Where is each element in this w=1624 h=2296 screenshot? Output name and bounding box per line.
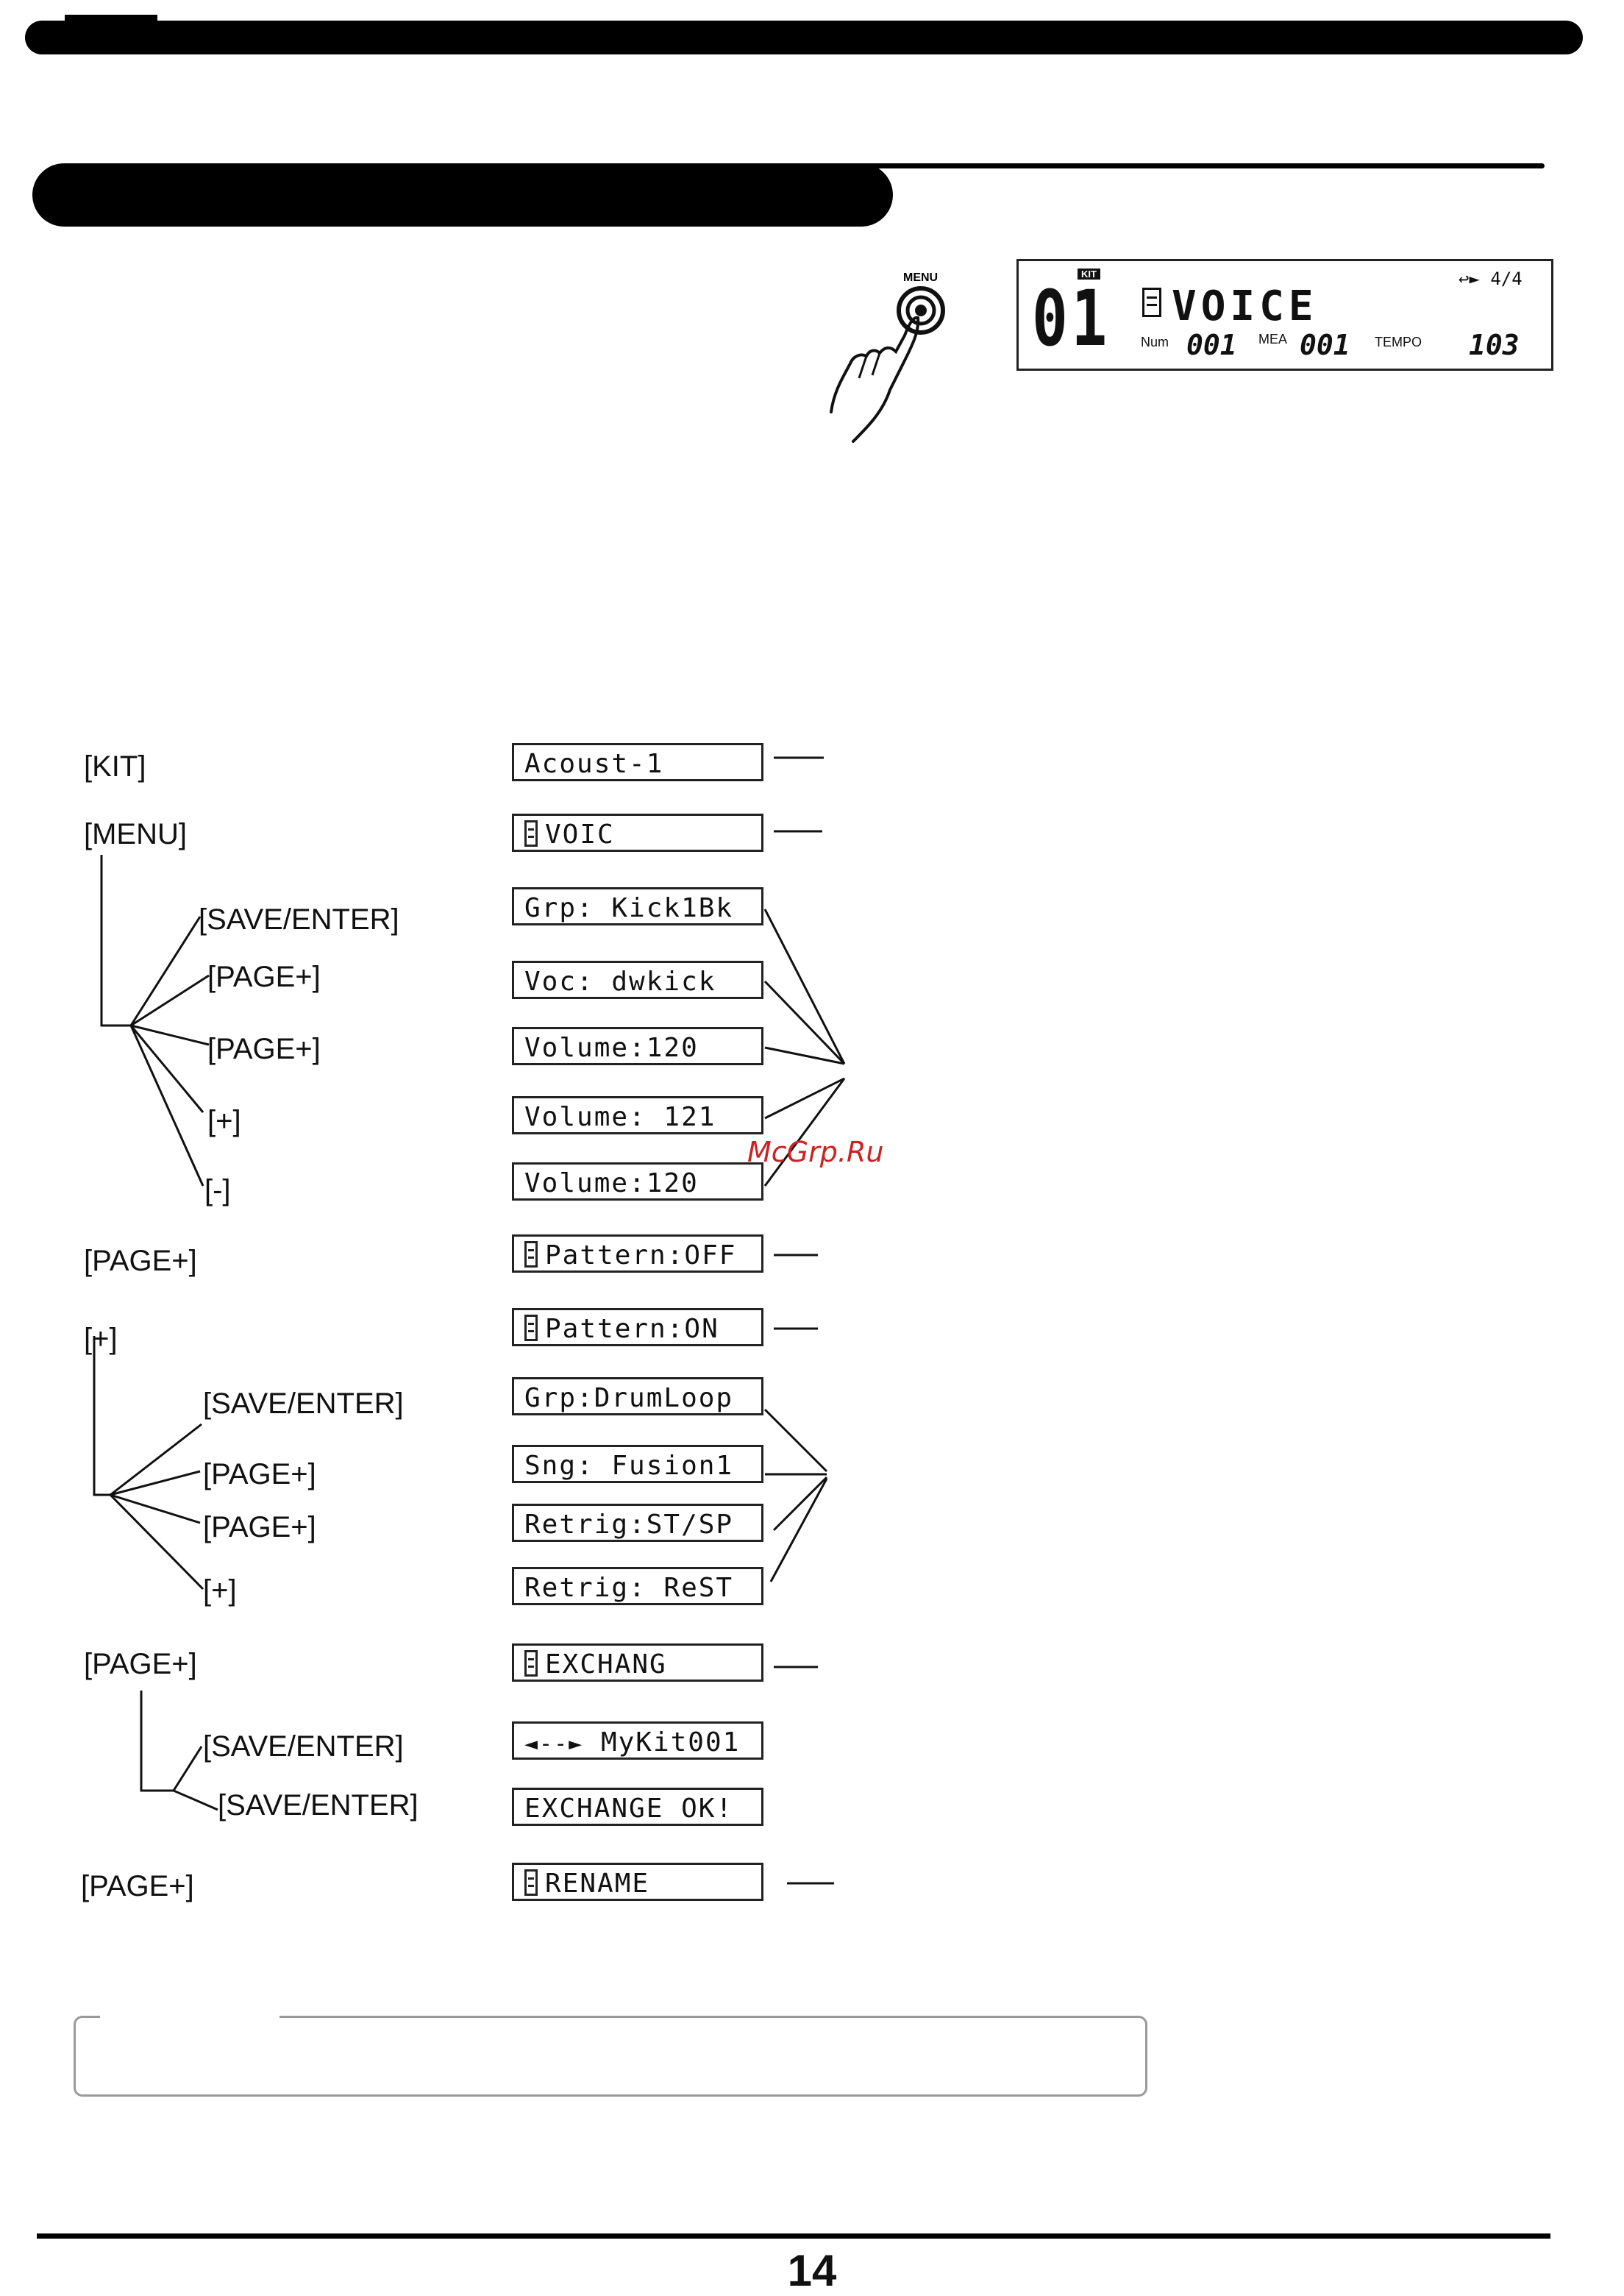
key-save-enter: [SAVE/ENTER] <box>203 1730 404 1763</box>
menu-button-label: MENU <box>903 271 938 284</box>
menu-icon <box>524 1241 538 1268</box>
lcd-mode-text: VOICE <box>1172 282 1318 330</box>
exchange-arrow-icon: ◄--► <box>524 1731 584 1757</box>
key-save-enter: [SAVE/ENTER] <box>218 1789 419 1821</box>
display-volume: Volume:120 <box>512 1162 763 1201</box>
hand-pressing-menu-icon: MENU <box>830 271 945 443</box>
section-rule <box>846 163 1545 168</box>
watermark: McGrp.Ru <box>747 1136 884 1168</box>
section-title-bar <box>32 163 893 227</box>
display-group: Grp: Kick1Bk <box>512 887 763 925</box>
footer-rule <box>37 2233 1550 2239</box>
key-plus: [+] <box>203 1574 237 1607</box>
menu-icon <box>524 1650 538 1677</box>
kit-badge: KIT <box>1078 269 1100 280</box>
display-pattern-off: Pattern:OFF <box>512 1234 763 1273</box>
key-kit: [KIT] <box>84 750 146 783</box>
display-exchange-menu: EXCHANG <box>512 1643 763 1682</box>
arrow-icon: ↩► <box>1459 269 1480 289</box>
display-voice: Voc: dwkick <box>512 961 763 999</box>
menu-icon <box>1142 288 1161 317</box>
tempo-label: TEMPO <box>1375 335 1422 349</box>
menu-icon <box>524 820 538 847</box>
mea-label: MEA <box>1258 332 1288 346</box>
key-page-plus: [PAGE+] <box>81 1870 194 1902</box>
display-voice-menu: VOIC <box>512 814 763 852</box>
key-minus: [-] <box>204 1174 231 1206</box>
display-exchange-ok: EXCHANGE OK! <box>512 1788 763 1826</box>
key-plus: [+] <box>84 1323 118 1355</box>
key-page-plus: [PAGE+] <box>207 1033 321 1065</box>
key-page-plus: [PAGE+] <box>84 1648 197 1680</box>
lcd-display: KIT 01 VOICE ↩► 4/4 Num 001 MEA 001 TEMP… <box>1016 259 1553 371</box>
key-menu: [MENU] <box>84 818 187 850</box>
display-song: Sng: Fusion1 <box>512 1445 763 1483</box>
key-plus: [+] <box>207 1105 241 1137</box>
display-rename-menu: RENAME <box>512 1863 763 1901</box>
note-box <box>74 2016 1147 2097</box>
key-page-plus: [PAGE+] <box>203 1511 316 1543</box>
key-save-enter: [SAVE/ENTER] <box>199 903 399 936</box>
key-page-plus: [PAGE+] <box>207 961 321 993</box>
key-page-plus: [PAGE+] <box>203 1458 316 1490</box>
display-exchange-target: ◄--► MyKit001 <box>512 1721 763 1760</box>
display-kit-name: Acoust-1 <box>512 743 763 781</box>
key-save-enter: [SAVE/ENTER] <box>203 1387 404 1420</box>
display-group: Grp:DrumLoop <box>512 1377 763 1415</box>
display-volume: Volume:120 <box>512 1027 763 1065</box>
display-retrig: Retrig:ST/SP <box>512 1504 763 1542</box>
tempo-value: 103 <box>1469 329 1520 361</box>
display-retrig: Retrig: ReST <box>512 1567 763 1605</box>
lcd-kit-number: 01 <box>1032 274 1111 363</box>
note-box-label-gap <box>100 2011 279 2020</box>
mea-value: 001 <box>1300 329 1350 361</box>
num-label: Num <box>1141 335 1169 349</box>
menu-icon <box>524 1869 538 1896</box>
display-pattern-on: Pattern:ON <box>512 1308 763 1346</box>
key-page-plus: [PAGE+] <box>84 1245 197 1277</box>
menu-icon <box>524 1315 538 1341</box>
time-signature: ↩► 4/4 <box>1459 269 1522 289</box>
num-value: 001 <box>1186 329 1237 361</box>
display-volume: Volume: 121 <box>512 1096 763 1134</box>
header-bar <box>25 21 1583 54</box>
page-number: 14 <box>787 2246 837 2295</box>
